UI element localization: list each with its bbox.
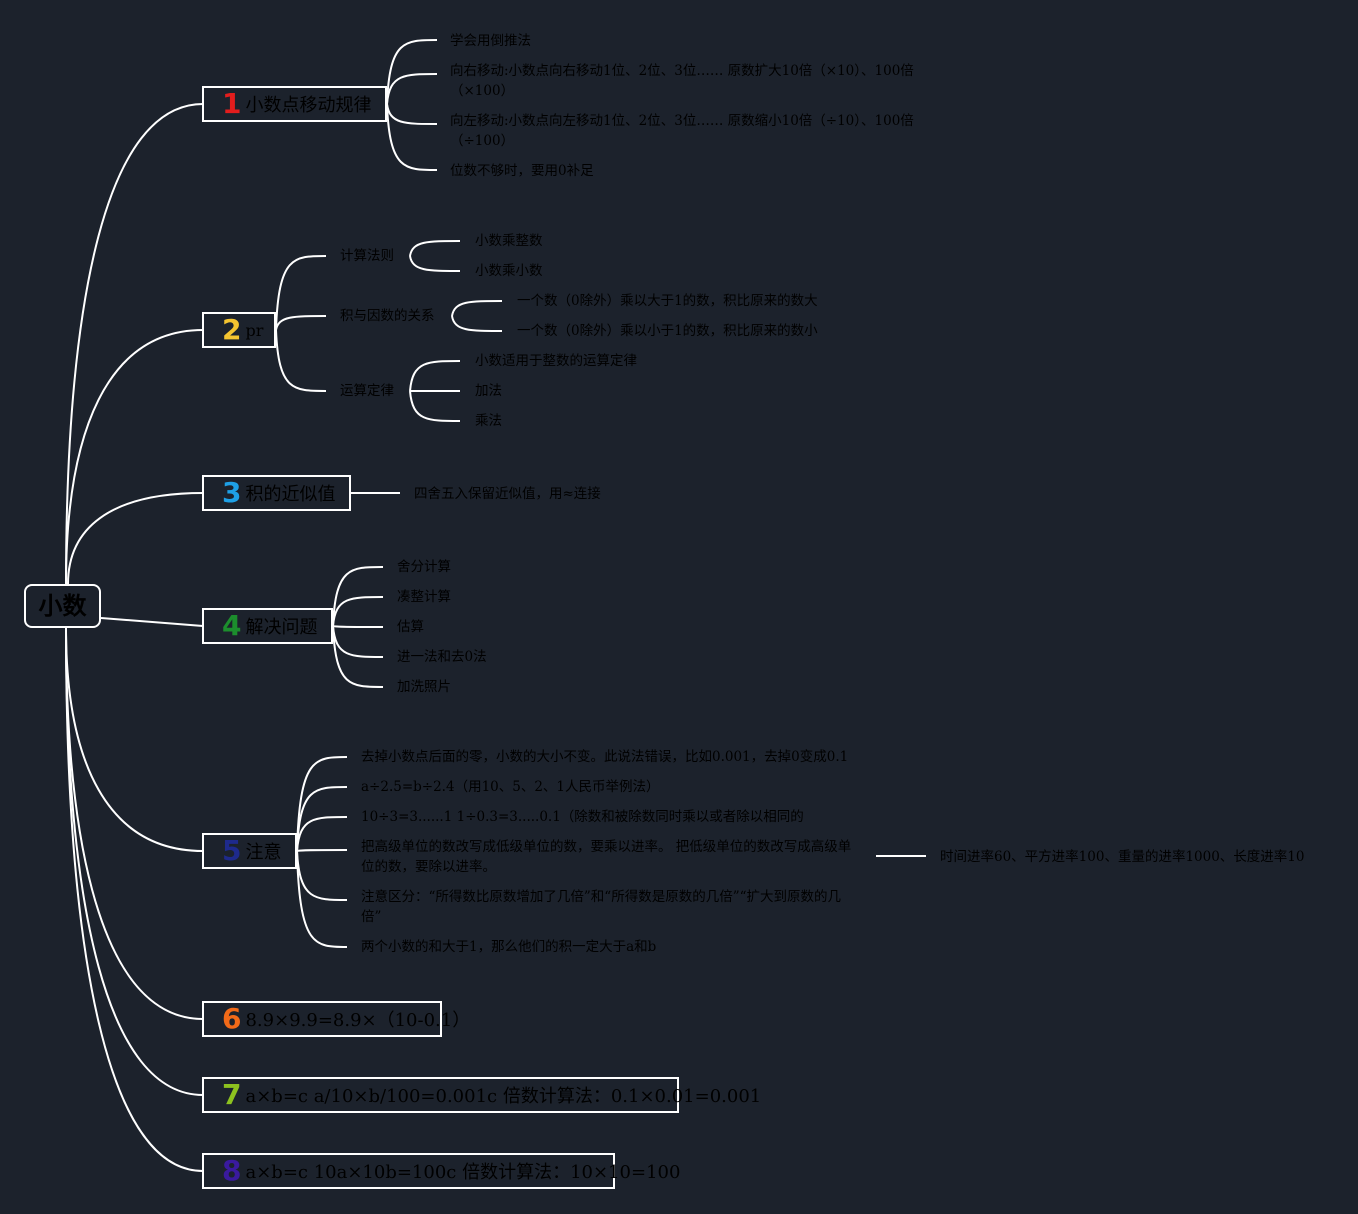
topic-2-sub-3-item-1[interactable]: 小数适用于整数的运算定律 (475, 353, 637, 369)
topic-4-item-1[interactable]: 舍分计算 (397, 559, 451, 575)
link-topic-4-item-3 (332, 625, 384, 628)
link-topic-5-item-3 (296, 816, 348, 852)
topic-1-item-3[interactable]: 向左移动:小数点向左移动1位、2位、3位…… 原数缩小10倍（÷10）、100倍… (450, 113, 914, 149)
topic-5-label: 注意 (245, 842, 282, 863)
topic-8-number: 8 (222, 1154, 242, 1187)
link-sub-3-item-3 (409, 390, 461, 422)
link-topic-2-sub-2 (275, 315, 327, 331)
topic-4-label: 解决问题 (245, 617, 318, 638)
link-sub-3-item-1 (409, 360, 461, 392)
link-topic-4-item-4 (332, 625, 384, 658)
link-topic-4-item-2 (332, 596, 384, 627)
link-topic-5-item-4 (296, 849, 348, 852)
link-topic-1-item-3 (386, 103, 438, 125)
topic-2-label: pr (245, 320, 264, 340)
topic-8-label: a×b=c 10a×10b=100c 倍数计算法：10×10=100 (245, 1162, 681, 1183)
topic-2-sub-2-item-1[interactable]: 一个数（0除外）乘以大于1的数，积比原来的数大 (517, 293, 818, 309)
link-topic-1-item-2 (386, 73, 438, 105)
topic-5-item-5[interactable]: 注意区分：“所得数比原数增加了几倍”和“所得数是原数的几倍”“扩大到原数的几倍” (361, 889, 842, 925)
topic-7-node[interactable]: 7 a×b=c a/10×b/100=0.001c 倍数计算法：0.1×0.01… (202, 1077, 761, 1113)
link-sub-2-item-2 (451, 315, 503, 332)
topic-1-label: 小数点移动规律 (245, 95, 372, 116)
topic-4-node[interactable]: 4 解决问题 (202, 608, 333, 644)
topic-5-item-3[interactable]: 10÷3=3......1 1÷0.3=3.....0.1（除数和被除数同时乘以… (361, 809, 804, 825)
topic-1-number: 1 (222, 87, 242, 120)
topic-6-node[interactable]: 6 8.9×9.9=8.9×（10-0.1） (202, 1001, 470, 1037)
link-topic-2-sub-3 (275, 329, 327, 392)
topic-4-item-4[interactable]: 进一法和去0法 (397, 649, 487, 665)
topic-2-sub-1-item-2[interactable]: 小数乘小数 (475, 263, 543, 279)
root-node[interactable]: 小数 (24, 584, 101, 628)
topic-2-sub-2[interactable]: 积与因数的关系 (340, 308, 435, 324)
link-root-topic-2 (65, 329, 204, 585)
topic-6-label: 8.9×9.9=8.9×（10-0.1） (245, 1010, 471, 1031)
link-root-topic-4 (100, 617, 204, 627)
topic-4-item-5[interactable]: 加洗照片 (397, 679, 451, 695)
link-sub-2-item-1 (451, 300, 503, 317)
topic-2-sub-1-item-1[interactable]: 小数乘整数 (475, 233, 543, 249)
topic-2-node[interactable]: 2 pr (202, 312, 276, 348)
topic-2-sub-3-item-2[interactable]: 加法 (475, 383, 502, 399)
topic-7-number: 7 (222, 1078, 242, 1111)
topic-6-number: 6 (222, 1002, 242, 1035)
topic-5-item-4[interactable]: 把高级单位的数改写成低级单位的数，要乘以进率。 把低级单位的数改写成高级单位的数… (361, 839, 852, 875)
link-root-topic-7 (65, 627, 204, 1096)
topic-1-item-4[interactable]: 位数不够时，要用0补足 (450, 163, 594, 179)
topic-5-item-2[interactable]: a÷2.5=b÷2.4（用10、5、2、1人民币举例法） (361, 779, 660, 795)
topic-5-item-4-note[interactable]: 时间进率60、平方进率100、重量的进率1000、长度进率10 (940, 849, 1305, 865)
topic-2-number: 2 (222, 313, 242, 346)
link-topic-2-sub-1 (275, 255, 327, 331)
topic-3-number: 3 (222, 476, 242, 509)
topic-2-sub-3[interactable]: 运算定律 (340, 383, 394, 399)
link-root-topic-1 (65, 103, 204, 585)
link-topic-1-item-4 (386, 103, 438, 171)
topic-1-item-2[interactable]: 向右移动:小数点向右移动1位、2位、3位…… 原数扩大10倍（×10）、100倍… (450, 63, 914, 99)
link-root-topic-3 (67, 492, 204, 585)
topic-5-number: 5 (222, 834, 242, 867)
topic-5-node[interactable]: 5 注意 (202, 833, 297, 869)
link-root-topic-8 (65, 627, 204, 1172)
topic-1-item-1[interactable]: 学会用倒推法 (450, 33, 531, 49)
topic-3-label: 积的近似值 (245, 484, 336, 505)
link-topic-5-item-1 (296, 756, 348, 852)
topic-8-node[interactable]: 8 a×b=c 10a×10b=100c 倍数计算法：10×10=100 (202, 1153, 680, 1189)
topic-7-label: a×b=c a/10×b/100=0.001c 倍数计算法：0.1×0.01=0… (245, 1086, 762, 1107)
link-topic-5-item-6 (296, 850, 348, 948)
topic-2-sub-1[interactable]: 计算法则 (340, 248, 394, 264)
link-root-topic-5 (65, 627, 204, 852)
topic-2-sub-2-item-2[interactable]: 一个数（0除外）乘以小于1的数，积比原来的数小 (517, 323, 818, 339)
topic-5-item-6[interactable]: 两个小数的和大于1，那么他们的积一定大于a和b (361, 939, 657, 955)
topic-4-number: 4 (222, 609, 242, 642)
topic-4-item-2[interactable]: 凑整计算 (397, 589, 451, 605)
link-topic-5-item-5 (296, 850, 348, 901)
link-topic-4-item-5 (332, 625, 384, 688)
topic-3-node[interactable]: 3 积的近似值 (202, 475, 351, 511)
topic-1-node[interactable]: 1 小数点移动规律 (202, 86, 387, 122)
link-topic-1-item-1 (386, 39, 438, 105)
link-sub-1-item-1 (409, 240, 461, 257)
topic-5-item-1[interactable]: 去掉小数点后面的零，小数的大小不变。此说法错误，比如0.001，去掉0变成0.1 (361, 749, 849, 765)
topic-4-item-3[interactable]: 估算 (397, 619, 424, 635)
topic-2-sub-3-item-3[interactable]: 乘法 (475, 413, 502, 429)
link-topic-5-item-2 (296, 786, 348, 852)
link-sub-1-item-2 (409, 255, 461, 272)
link-topic-4-item-1 (332, 566, 384, 627)
topic-3-item-1[interactable]: 四舍五入保留近似值，用≈连接 (414, 486, 601, 502)
